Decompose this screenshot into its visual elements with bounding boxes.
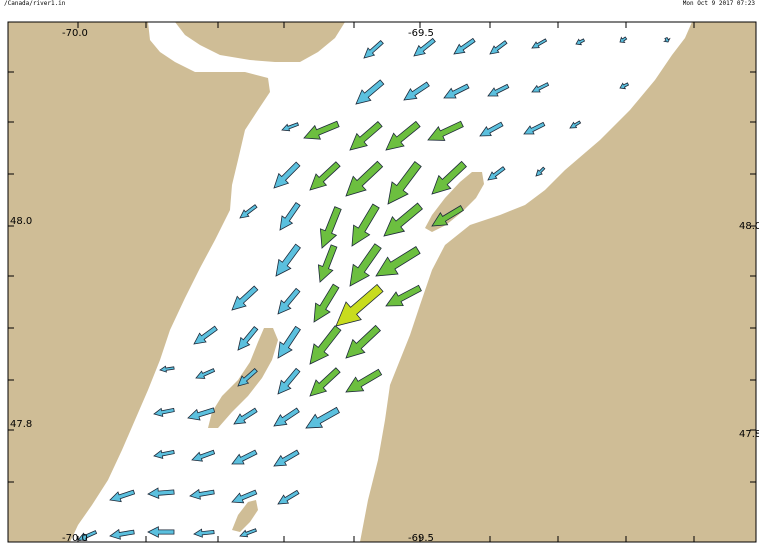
small-islet-land — [232, 500, 258, 532]
current-arrow — [385, 284, 422, 307]
lat-label-left-48: 48.0 — [10, 216, 32, 227]
current-arrow — [277, 489, 300, 505]
current-arrow — [569, 120, 582, 129]
current-arrow — [193, 528, 215, 538]
current-arrow — [619, 82, 630, 90]
current-arrow — [349, 121, 383, 151]
land-layer — [8, 22, 756, 542]
current-arrow — [313, 283, 340, 323]
current-arrow — [231, 489, 258, 504]
current-arrow — [303, 120, 340, 140]
current-arrow — [277, 367, 301, 395]
current-arrow — [309, 161, 341, 191]
lon-label-top-right: -69.5 — [408, 28, 434, 39]
lat-label-right-48: 48.0 — [739, 221, 759, 232]
current-arrow — [239, 528, 258, 538]
current-arrow — [385, 120, 421, 151]
current-arrow — [345, 160, 384, 197]
map-frame — [7, 21, 757, 543]
current-arrow — [187, 407, 216, 421]
current-arrow — [351, 203, 380, 247]
current-arrow — [431, 160, 467, 195]
current-arrow — [281, 122, 300, 132]
upper-island-land — [175, 22, 345, 62]
current-arrow — [239, 204, 258, 219]
current-arrow — [387, 161, 422, 205]
current-arrow — [663, 36, 671, 43]
current-arrow — [431, 205, 464, 227]
current-arrow — [237, 326, 259, 351]
current-arrow — [191, 449, 216, 462]
current-arrow — [479, 121, 504, 137]
current-arrow — [375, 246, 421, 277]
current-arrow — [275, 243, 301, 277]
current-arrow — [453, 37, 476, 55]
current-arrow — [383, 202, 423, 237]
current-arrow — [317, 244, 338, 283]
current-arrow — [309, 325, 342, 365]
current-arrow — [189, 488, 215, 500]
current-arrow — [231, 449, 258, 465]
current-arrow — [319, 206, 342, 249]
timestamp-label: Mon Oct 9 2017 07:23 — [682, 0, 755, 7]
current-arrow — [619, 36, 628, 43]
current-arrow — [231, 285, 259, 311]
current-arrow — [237, 368, 258, 387]
lat-label-left-47-8: 47.8 — [10, 419, 32, 430]
current-arrow — [273, 407, 300, 427]
current-arrow — [153, 449, 175, 459]
current-arrow — [487, 166, 506, 181]
current-arrow — [487, 83, 510, 97]
current-arrow — [147, 526, 175, 538]
current-arrow — [335, 283, 384, 327]
current-arrow — [147, 487, 175, 500]
current-arrow — [109, 489, 136, 503]
current-arrow — [531, 38, 548, 49]
current-arrow — [575, 38, 586, 46]
current-arrow — [233, 407, 258, 425]
current-arrow — [305, 406, 340, 429]
current-arrow — [279, 202, 301, 231]
file-path-label: /Canada/river1.in — [4, 0, 66, 7]
current-arrow — [489, 40, 508, 55]
current-arrow — [193, 325, 218, 345]
current-arrows — [77, 36, 671, 541]
current-arrow — [355, 79, 385, 105]
current-arrow — [345, 368, 383, 393]
lon-label-top-left: -70.0 — [62, 28, 88, 39]
current-arrow — [427, 120, 464, 141]
current-arrow — [277, 325, 301, 359]
south-shore-land — [360, 22, 756, 542]
current-arrow — [349, 243, 382, 287]
current-arrow — [77, 530, 98, 541]
current-arrow — [309, 367, 341, 397]
graticule-ticks — [8, 22, 756, 542]
current-arrow — [273, 449, 300, 467]
lon-label-bottom-right: -69.5 — [408, 533, 434, 544]
current-arrow — [273, 161, 301, 189]
lon-label-bottom-left: -70.0 — [62, 533, 88, 544]
current-arrow — [159, 365, 175, 373]
current-arrow — [109, 528, 135, 540]
current-arrow — [413, 37, 436, 57]
current-arrow — [345, 324, 381, 359]
current-arrow — [277, 287, 301, 315]
north-shore-land — [8, 22, 270, 542]
current-arrow — [403, 81, 430, 101]
current-arrow — [535, 166, 546, 177]
current-arrow — [443, 83, 470, 99]
current-arrow — [523, 121, 546, 135]
current-arrow — [531, 82, 550, 93]
lat-label-right-47-8: 47.8 — [739, 429, 759, 440]
current-arrow — [195, 368, 216, 379]
current-arrow — [153, 407, 175, 417]
current-arrow — [363, 40, 384, 59]
